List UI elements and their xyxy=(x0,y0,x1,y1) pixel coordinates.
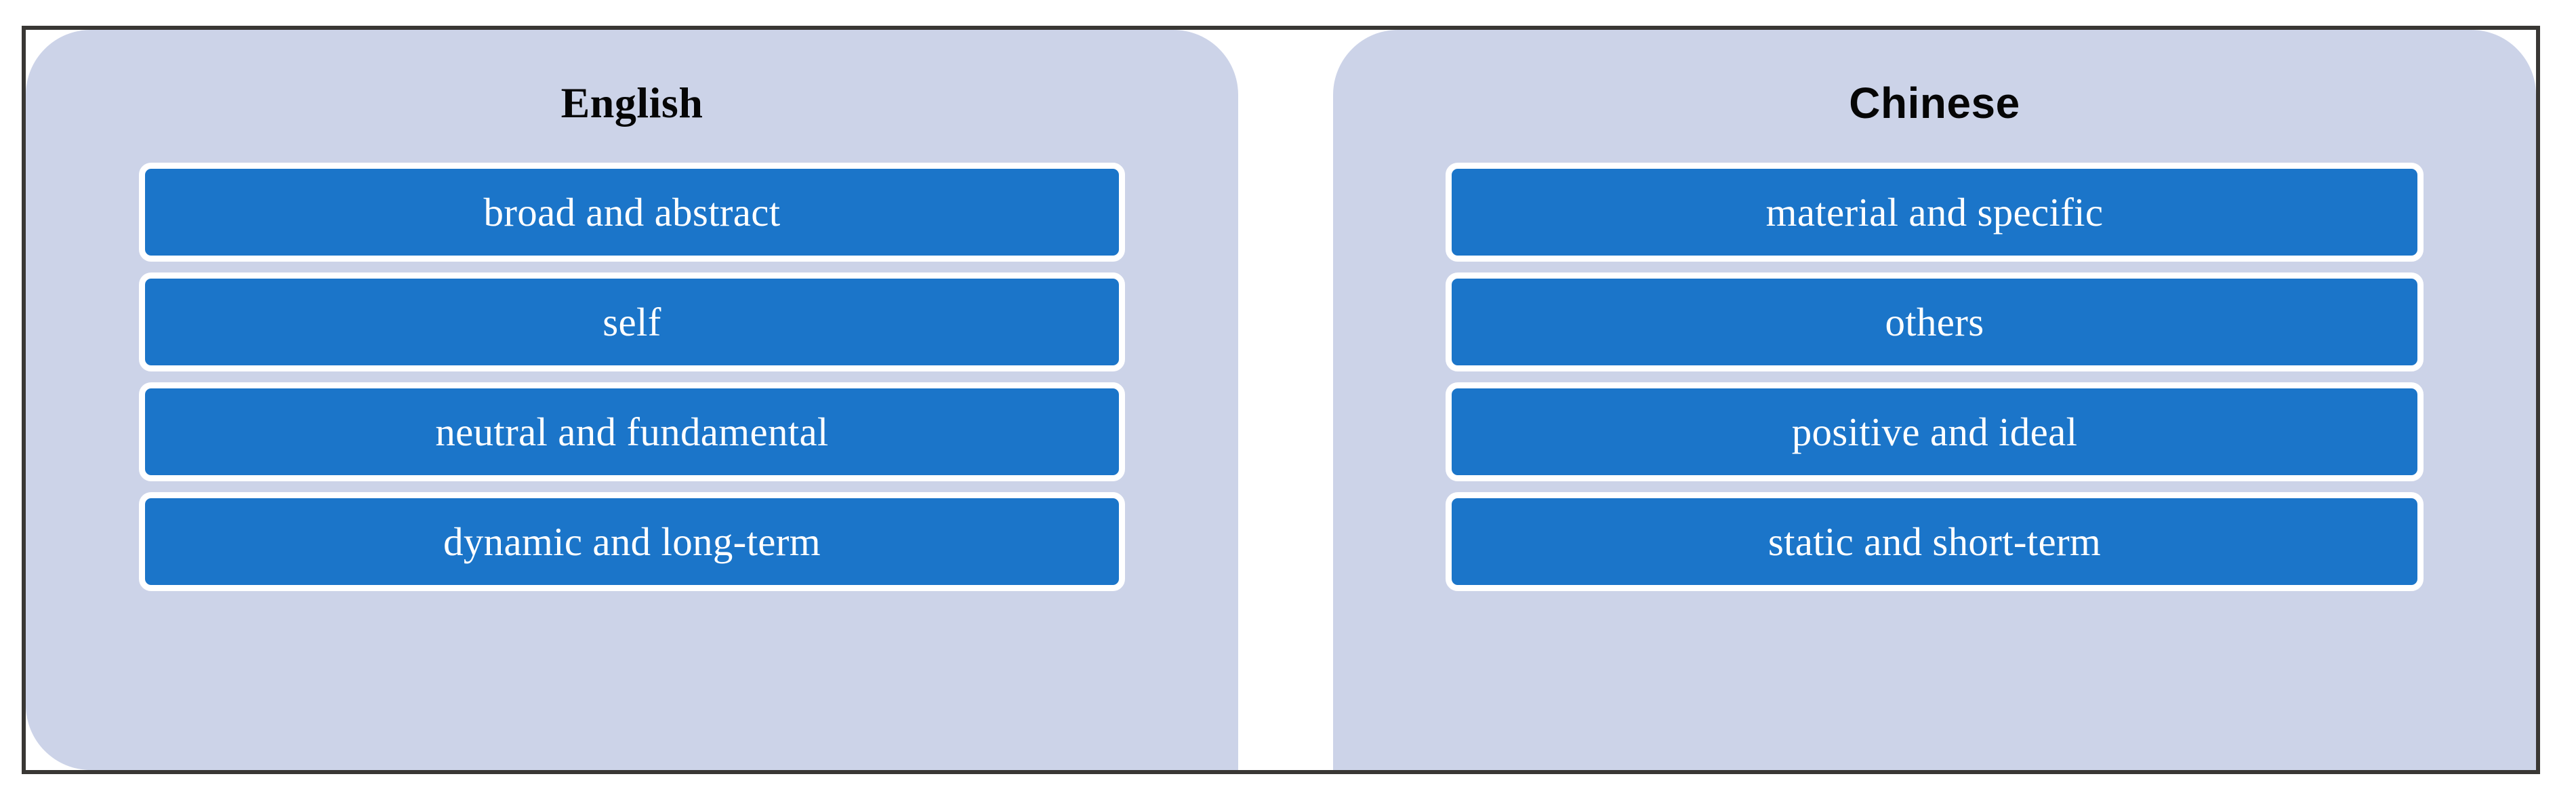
figure-frame: English broad and abstract self neutral … xyxy=(22,26,2540,774)
item-stack-chinese: material and specific others positive an… xyxy=(1333,163,2536,591)
item-box-english-2: self xyxy=(138,272,1125,371)
item-stack-english: broad and abstract self neutral and fund… xyxy=(26,163,1238,591)
item-box-chinese-1: material and specific xyxy=(1445,163,2424,262)
item-box-chinese-3: positive and ideal xyxy=(1445,382,2424,481)
item-box-english-3: neutral and fundamental xyxy=(138,382,1125,481)
panel-title-english: English xyxy=(560,79,703,127)
panel-title-chinese: Chinese xyxy=(1849,79,2020,127)
panel-english: English broad and abstract self neutral … xyxy=(26,30,1238,770)
item-box-english-4: dynamic and long-term xyxy=(138,492,1125,591)
panel-gap xyxy=(1238,30,1333,770)
item-box-english-1: broad and abstract xyxy=(138,163,1125,262)
panel-chinese: Chinese material and specific others pos… xyxy=(1332,30,2536,770)
item-box-chinese-4: static and short-term xyxy=(1445,492,2424,591)
comparison-columns: English broad and abstract self neutral … xyxy=(26,30,2536,770)
item-box-chinese-2: others xyxy=(1445,272,2424,371)
